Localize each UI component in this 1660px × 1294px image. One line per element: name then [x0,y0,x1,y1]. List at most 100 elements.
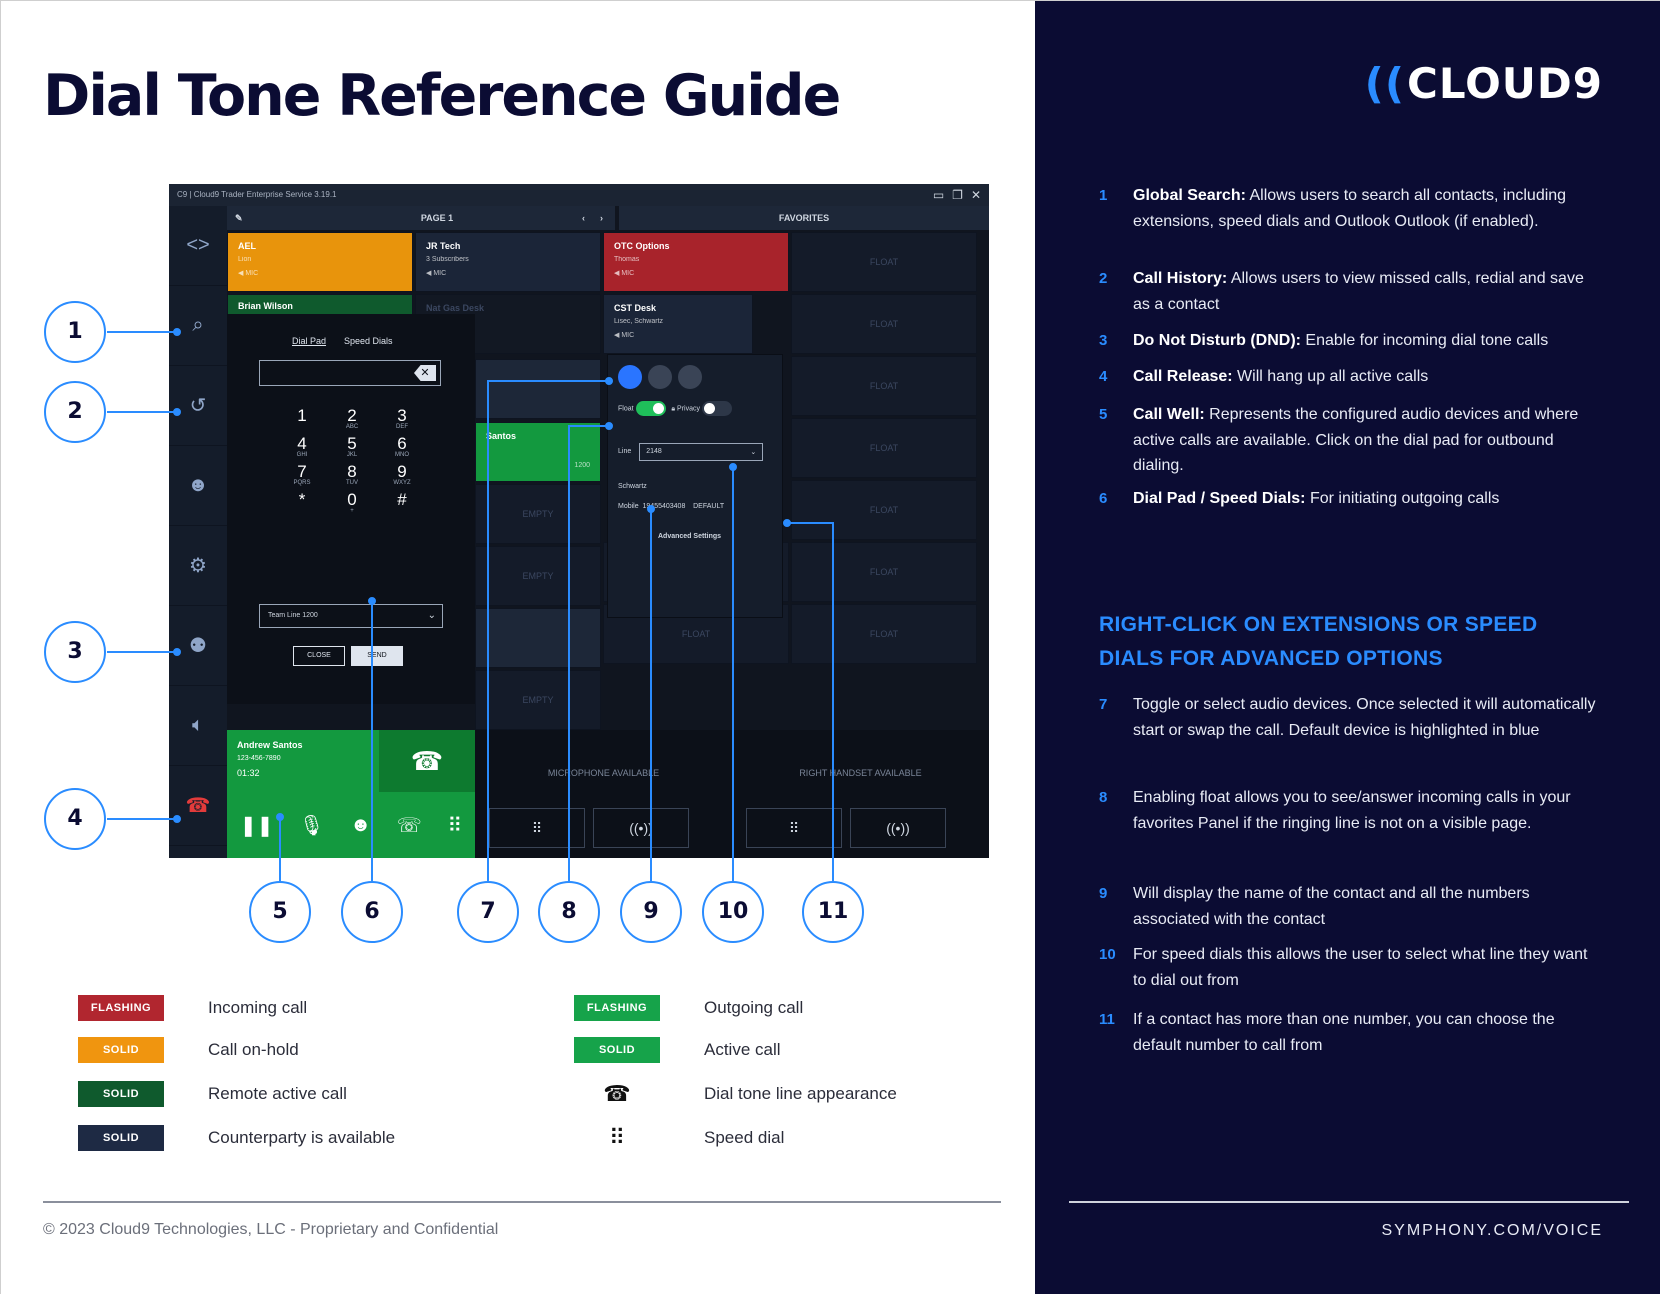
footer-divider [43,1201,1001,1203]
keypad-key[interactable]: 1 [297,406,307,425]
chevron-right-icon[interactable]: › [600,213,603,223]
chevron-down-icon: ⌄ [427,610,436,621]
mic-icon[interactable]: 🎙︎ [299,814,325,837]
active-call-box[interactable]: Andrew Santos 123-456-7890 01:32 ☎ [227,730,475,792]
speaker-icon[interactable]: 🔈︎ [169,686,227,766]
status-badge: SOLID [78,1081,164,1107]
left-column: Dial Tone Reference Guide C9 | Cloud9 Tr… [1,1,1035,1294]
tile-empty[interactable]: EMPTY [475,546,601,606]
tab-speed-dials[interactable]: Speed Dials [344,336,393,346]
tile-empty[interactable]: EMPTY [475,484,601,544]
keypad-icon[interactable]: ⠿ [746,808,842,848]
tile-float[interactable]: FLOAT [791,294,977,354]
advanced-settings-link[interactable]: Advanced Settings [658,533,722,540]
tile-float[interactable]: FLOAT [791,480,977,540]
dnd-icon[interactable]: ⚉ [169,606,227,686]
chevron-down-icon: ⌄ [750,449,757,456]
broadcast-icon[interactable]: ((•)) [850,808,946,848]
contacts-icon[interactable]: ☻ [169,446,227,526]
search-icon[interactable]: ⌕ [169,286,227,366]
callout-1: 1 [44,301,106,363]
call-controls: ❚❚ 🎙︎ ☻ ☏ ⠿ [227,792,475,858]
keypad-key[interactable]: 0+ [347,490,357,514]
minimize-icon[interactable]: ▭ [932,188,945,202]
keypad-icon[interactable]: ⠿ [489,808,585,848]
logo-waves-icon: (( [1364,59,1406,108]
callout-10: 10 [702,881,764,943]
dial-input[interactable]: ✕ [259,360,441,386]
handset-icon: ☎ [603,1081,631,1106]
callout-11: 11 [802,881,864,943]
broadcast-icon[interactable]: ((•)) [593,808,689,848]
tile-float[interactable]: FLOAT [791,604,977,664]
keypad-icon[interactable]: ⠿ [447,814,463,837]
history-icon[interactable]: ↺ [169,366,227,446]
line-select[interactable]: Team Line 1200 ⌄ [259,604,443,628]
keypad-icon: ⠿ [608,1125,626,1150]
gear-icon[interactable]: ⚙ [169,526,227,606]
page-label: PAGE 1 [420,213,454,223]
callout-2: 2 [44,381,106,443]
keypad-key[interactable]: # [397,490,407,509]
send-button[interactable]: SEND [351,646,403,666]
footer-divider [1069,1201,1629,1203]
close-button[interactable]: CLOSE [293,646,345,666]
chevron-left-icon[interactable]: ‹ [582,213,585,223]
tile-float[interactable]: FLOAT [791,232,977,292]
app-sidebar: <> ⌕ ↺ ☻ ⚙ ⚉ 🔈︎ ☎ [169,206,227,858]
page-nav: PAGE 1 ‹ › [259,206,615,230]
legend-item: ⠿ Speed dial [574,1125,784,1151]
conference-icon[interactable]: ☻ [350,813,372,836]
float-toggle[interactable] [635,401,666,416]
legend-item: SOLID Active call [574,1037,781,1063]
transfer-icon[interactable]: ☏ [396,814,422,837]
callout-6: 6 [341,881,403,943]
contact-number-row[interactable]: Mobile 19455403408 DEFAULT [618,503,725,510]
close-icon[interactable]: ✕ [970,188,981,202]
audio-device-selector[interactable] [618,365,702,389]
app-screenshot: C9 | Cloud9 Trader Enterprise Service 3.… [169,184,989,858]
keypad-key[interactable]: * [298,490,306,509]
pause-icon[interactable]: ❚❚ [239,814,274,837]
call-release-icon[interactable]: ☎ [169,766,227,846]
contact-name: Schwartz [618,483,647,490]
restore-icon[interactable]: ❐ [952,188,963,202]
privacy-toggle[interactable] [701,401,732,416]
hangup-icon[interactable]: ☎ [379,730,475,792]
line-dropdown[interactable]: 2148 ⌄ [639,443,764,461]
tab-dial-pad[interactable]: Dial Pad [292,336,327,346]
status-badge: FLASHING [574,995,660,1021]
backspace-icon[interactable]: ✕ [414,365,436,381]
tile-empty[interactable]: EMPTY [475,670,601,730]
tile-float[interactable]: FLOAT [791,418,977,478]
privacy-label: Privacy [677,405,700,413]
tile-float[interactable]: FLOAT [791,542,977,602]
edit-icon[interactable]: ✎ [235,213,243,223]
website-link[interactable]: SYMPHONY.COM/VOICE [1381,1222,1603,1239]
tile-float[interactable]: FLOAT [791,356,977,416]
expand-icon[interactable]: <> [169,206,227,286]
float-label: Float [618,405,634,413]
